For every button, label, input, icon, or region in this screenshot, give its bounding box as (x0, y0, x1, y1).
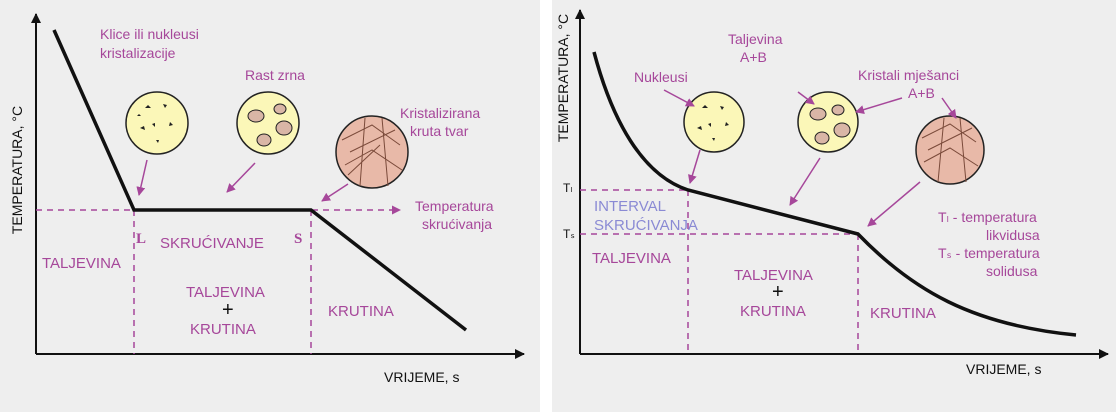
arrow-to-ts (867, 181, 921, 227)
arrow-to-plateau (226, 162, 256, 193)
point-l-label: L (136, 231, 146, 247)
legend-tl-line2: likvidusa (986, 227, 1040, 243)
cooling-curve-alloy-diagram: TEMPERATURA, °C VRIJEME, s Tₗ Tₛ Nukle (555, 9, 1109, 377)
crystals-label-line2: A+B (908, 85, 935, 101)
crystallized-solid-disc-icon (335, 115, 409, 189)
nuclei-label-line1: Klice ili nukleusi (100, 26, 199, 42)
cooling-curve-pure-metal-diagram: TEMPERATURA, °C VRIJEME, s Klice ili nuk… (9, 13, 525, 385)
cooling-curve (52, 29, 468, 332)
legend-ts-line2: solidusa (986, 263, 1038, 279)
region-mix-plus: + (222, 299, 234, 321)
tl-tick-label: Tₗ (563, 181, 572, 195)
region-mix-top-label: TALJEVINA (734, 267, 813, 284)
ts-tick-label: Tₛ (563, 227, 575, 241)
legend-ts-line1: Tₛ - temperatura (938, 245, 1040, 261)
cooling-curve-alloy-panel: TEMPERATURA, °C VRIJEME, s Tₗ Tₛ Nukle (552, 0, 1116, 412)
arrow-melt-label (797, 91, 815, 105)
region-mix-bottom-label: KRUTINA (190, 321, 256, 338)
melt-label-line2: A+B (740, 49, 767, 65)
point-s-label: S (294, 231, 302, 247)
arrow-crystals-label (855, 97, 903, 114)
x-axis-label: VRIJEME, s (384, 369, 459, 385)
melt-disc-icon (797, 91, 859, 153)
arrow-crystals-disc (941, 97, 957, 119)
melt-label-line1: Taljevina (728, 31, 783, 47)
interval-label-line1: INTERVAL (594, 198, 666, 215)
grain-growth-disc-icon (236, 91, 300, 155)
y-axis-label: TEMPERATURA, °C (555, 14, 571, 142)
legend-tl-line1: Tₗ - temperatura (938, 209, 1037, 225)
nuclei-label-line2: kristalizacije (100, 45, 176, 61)
solid-label-line1: Kristalizirana (400, 105, 480, 121)
x-axis-label: VRIJEME, s (966, 361, 1041, 377)
region-mix-bottom-label: KRUTINA (740, 303, 806, 320)
region-melt-label: TALJEVINA (42, 255, 121, 272)
region-solidifying-label: SKRUĆIVANJE (160, 235, 264, 252)
nuclei-disc-icon (683, 91, 745, 153)
crystals-label-line1: Kristali mješanci (858, 67, 959, 83)
region-mix-top-label: TALJEVINA (186, 284, 265, 301)
arrow-to-s (321, 183, 349, 202)
cooling-curve (592, 51, 1077, 337)
temperature-label-line2: skrućivanja (422, 216, 492, 232)
y-axis-label: TEMPERATURA, °C (9, 106, 25, 234)
growth-label: Rast zrna (245, 67, 305, 83)
arrow-to-curve-mid (789, 157, 821, 206)
region-solid-label: KRUTINA (328, 303, 394, 320)
region-solid-label: KRUTINA (870, 305, 936, 322)
nuclei-label: Nukleusi (634, 69, 688, 85)
interval-label-line2: SKRUĆIVANJA (594, 217, 698, 234)
solid-label-line2: kruta tvar (410, 123, 469, 139)
arrow-nuclei-label (663, 89, 695, 107)
arrow-to-tl (688, 149, 701, 184)
temperature-label-line1: Temperatura (415, 198, 494, 214)
region-melt-label: TALJEVINA (592, 250, 671, 267)
region-mix-plus: + (772, 281, 784, 303)
arrow-to-l (136, 159, 148, 196)
mixed-crystals-disc-icon (915, 115, 985, 185)
cooling-curve-pure-metal-panel: TEMPERATURA, °C VRIJEME, s Klice ili nuk… (0, 0, 540, 412)
nuclei-disc-icon (125, 91, 189, 155)
